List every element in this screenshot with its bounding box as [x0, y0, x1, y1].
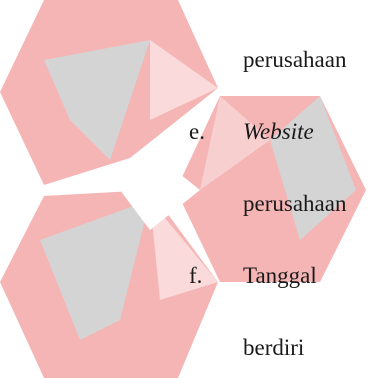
line-5-text: berdiri [243, 335, 305, 360]
line-3: perusahaan [243, 190, 346, 218]
line-1-text: perusahaan [243, 47, 347, 72]
line-3-text: perusahaan [243, 191, 347, 216]
list-item-f-text: Tanggal [243, 263, 317, 288]
list-item-e-text: Website [243, 119, 314, 144]
line-1: perusahaan [243, 46, 346, 74]
list-marker-e: e. [189, 119, 205, 144]
line-5: berdiri [243, 334, 304, 362]
list-marker-f: f. [189, 263, 203, 288]
